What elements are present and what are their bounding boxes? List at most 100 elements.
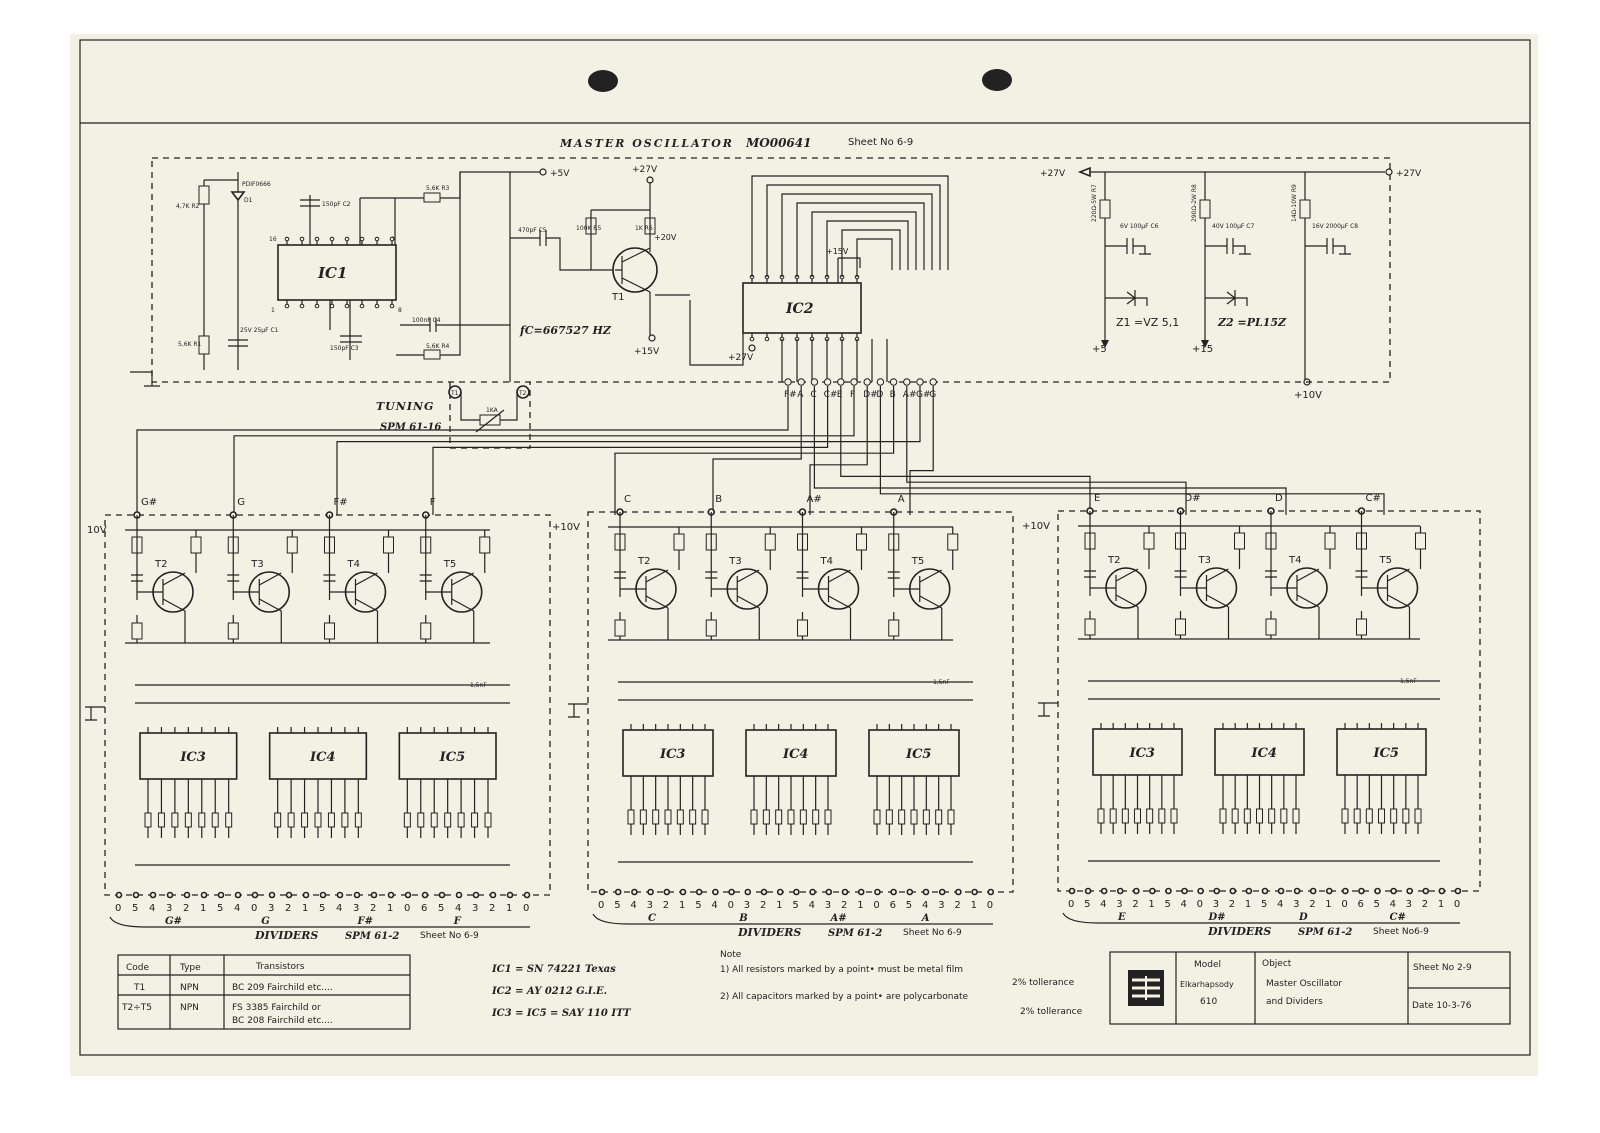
divider-bus xyxy=(1088,680,1440,700)
t1-leads xyxy=(615,247,651,293)
psu-regulators xyxy=(1099,172,1351,386)
r3-label: 5,6K R3 xyxy=(426,185,450,192)
divider-output-terminal xyxy=(489,891,497,899)
ic1-pin-bot-dot xyxy=(344,303,350,309)
divider-ground xyxy=(85,706,105,721)
divider-footer-title: DIVIDERS xyxy=(254,929,318,942)
divider-output-terminal xyxy=(1406,887,1413,895)
divider-resistor xyxy=(673,533,685,551)
divider-resistor xyxy=(1324,532,1336,550)
header-model-code: MO00641 xyxy=(745,136,811,150)
divider-resistor xyxy=(705,619,717,637)
divider-resistor xyxy=(797,619,808,637)
divider-resistor xyxy=(1356,618,1367,636)
divider-resistor xyxy=(227,622,239,640)
divider-output-terminal xyxy=(728,888,735,896)
sheet-date: Date 10-3-76 xyxy=(1412,1001,1472,1011)
divider-output-terminal xyxy=(1277,887,1285,895)
divider-output-terminal xyxy=(1261,887,1269,895)
divider-capacitor xyxy=(131,574,143,582)
divider-transistor-wire xyxy=(849,527,863,640)
header-sheet-ref: Sheet No 6-9 xyxy=(848,137,913,148)
divider-output-resistor xyxy=(1219,808,1227,824)
distribution-wire xyxy=(614,386,895,515)
divider-group-label: A xyxy=(921,913,930,924)
divider-output-resistor xyxy=(750,809,758,825)
divider-output-label: 4 xyxy=(922,900,928,911)
divider-output-label: 4 xyxy=(809,900,815,911)
ic1-pin8: 8 xyxy=(398,307,402,314)
table-header-transistors: Transistors xyxy=(255,962,305,972)
divider-output-label: 5 xyxy=(132,903,138,914)
divider-resistor xyxy=(1415,532,1426,550)
divider-transistor-wire xyxy=(1408,526,1422,639)
divider-output-label: 3 xyxy=(1213,899,1219,910)
divider-output-terminal xyxy=(679,888,687,896)
note-line1b: 2% tollerance xyxy=(1012,978,1075,988)
divider-output-resistor xyxy=(1402,808,1410,824)
t1-bias xyxy=(590,182,651,270)
divider-output-label: 2 xyxy=(370,903,376,914)
psu-z1: Z1 =VZ 5,1 xyxy=(1116,316,1179,329)
oscillator-boundary xyxy=(151,157,1391,383)
divider-output-terminal xyxy=(234,891,242,899)
v27b-terminal xyxy=(748,344,756,352)
tuning-wires xyxy=(460,392,518,421)
c2-label: 150pF C2 xyxy=(322,201,351,208)
model-value-2: 610 xyxy=(1200,997,1217,1007)
c4-capacitor xyxy=(400,318,510,332)
divider-output-terminal xyxy=(1149,887,1156,895)
divider-transistor-label: T3 xyxy=(1198,555,1211,566)
note-terminal xyxy=(929,378,937,386)
divider-output-resistor xyxy=(787,809,795,825)
divider-group-label: D# xyxy=(1208,912,1226,923)
divider-brace xyxy=(109,916,530,928)
divider-transistor-label: T2 xyxy=(1107,555,1120,566)
divider-footer-title: DIVIDERS xyxy=(1207,925,1271,938)
divider-output-label: 2 xyxy=(1309,899,1315,910)
divider-output-terminal xyxy=(183,891,191,899)
divider-output-resistor xyxy=(775,809,783,825)
divider-transistor-label: T5 xyxy=(1379,555,1392,566)
divider-group-label: F# xyxy=(357,916,373,927)
divider-output-terminal xyxy=(1358,887,1365,895)
divider-resistor xyxy=(888,619,900,637)
divider-output-terminal xyxy=(370,891,378,899)
divider-output-label: 3 xyxy=(938,900,944,911)
divider-output-terminal xyxy=(251,891,259,899)
v5-terminal xyxy=(539,168,547,176)
divider-transistor-leads xyxy=(893,569,943,609)
divider-capacitor xyxy=(419,574,432,582)
divider-output-terminal xyxy=(614,888,622,896)
ic1-pin-bot-dot xyxy=(329,303,335,309)
divider-output-resistor xyxy=(471,812,479,828)
divider-transistor-label: T4 xyxy=(1288,555,1301,566)
divider-output-terminal xyxy=(1181,887,1188,895)
ic1-pin-bot-dot xyxy=(284,303,290,309)
divider-footer-title: DIVIDERS xyxy=(737,926,801,939)
note-terminal xyxy=(889,378,898,386)
divider-output-label: 2 xyxy=(183,903,189,914)
divider-group-label: F xyxy=(453,916,462,927)
divider-supply-label: 10V xyxy=(87,525,107,536)
divider-transistor-wire xyxy=(941,527,954,640)
divider-ic-chip xyxy=(398,732,497,780)
divider-resistor xyxy=(420,622,432,640)
tuning-potentiometer xyxy=(479,414,501,426)
divider-footer-spm: SPM 61-2 xyxy=(345,931,399,942)
psu-out5: +5 xyxy=(1092,344,1107,355)
divider-output-label: 6 xyxy=(1357,899,1363,910)
divider-transistor-label: T5 xyxy=(911,556,924,567)
divider-output-label: 1 xyxy=(971,900,977,911)
r2-label: 4,7K R2 xyxy=(176,203,200,210)
divider-output-terminal xyxy=(506,891,514,899)
v15a-label: +15V xyxy=(634,347,660,357)
distribution-wire xyxy=(136,386,789,515)
osc-wire-r3 xyxy=(359,197,428,245)
ic2-pin-bot-dot xyxy=(764,336,770,342)
divider-output-label: 0 xyxy=(1068,899,1074,910)
distribution-wire xyxy=(879,386,1385,515)
distribution-wire xyxy=(909,386,934,515)
punch-hole-right xyxy=(982,69,1012,91)
divider-output-label: 2 xyxy=(285,903,291,914)
